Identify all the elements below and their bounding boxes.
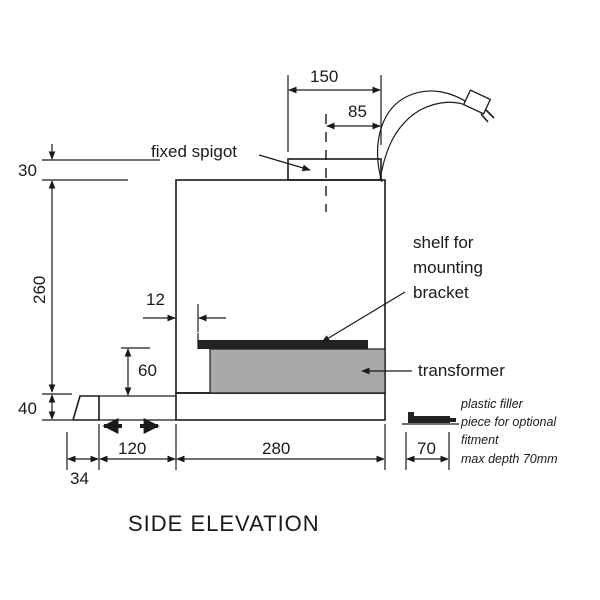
dim-60: 60 [138,361,157,380]
label-shelf-line3: bracket [413,283,469,302]
label-transformer: transformer [418,361,505,380]
spigot [287,158,382,181]
dim-280: 280 [262,439,290,458]
plastic-filler-piece [402,412,459,425]
power-plug-icon [376,89,495,183]
dim-34: 34 [70,469,89,488]
dim-12: 12 [146,290,165,309]
mounting-shelf [198,340,368,349]
dim-70: 70 [417,439,436,458]
note-line2: piece for optional [460,415,557,429]
base-panel [175,392,386,421]
dim-40: 40 [18,399,37,418]
transformer-block [209,348,386,394]
dim-150: 150 [310,67,338,86]
dim-30: 30 [18,161,37,180]
note-line4: max depth 70mm [461,452,558,466]
label-shelf-line2: mounting [413,258,483,277]
visor-front-lip [71,395,100,421]
dim-260: 260 [30,276,49,304]
dim-120: 120 [118,439,146,458]
label-shelf-line1: shelf for [413,233,474,252]
dim-85: 85 [348,102,367,121]
note-line3: fitment [461,433,499,447]
note-line1: plastic filler [460,397,524,411]
label-fixed-spigot: fixed spigot [151,142,237,161]
diagram-title: SIDE ELEVATION [128,511,320,536]
